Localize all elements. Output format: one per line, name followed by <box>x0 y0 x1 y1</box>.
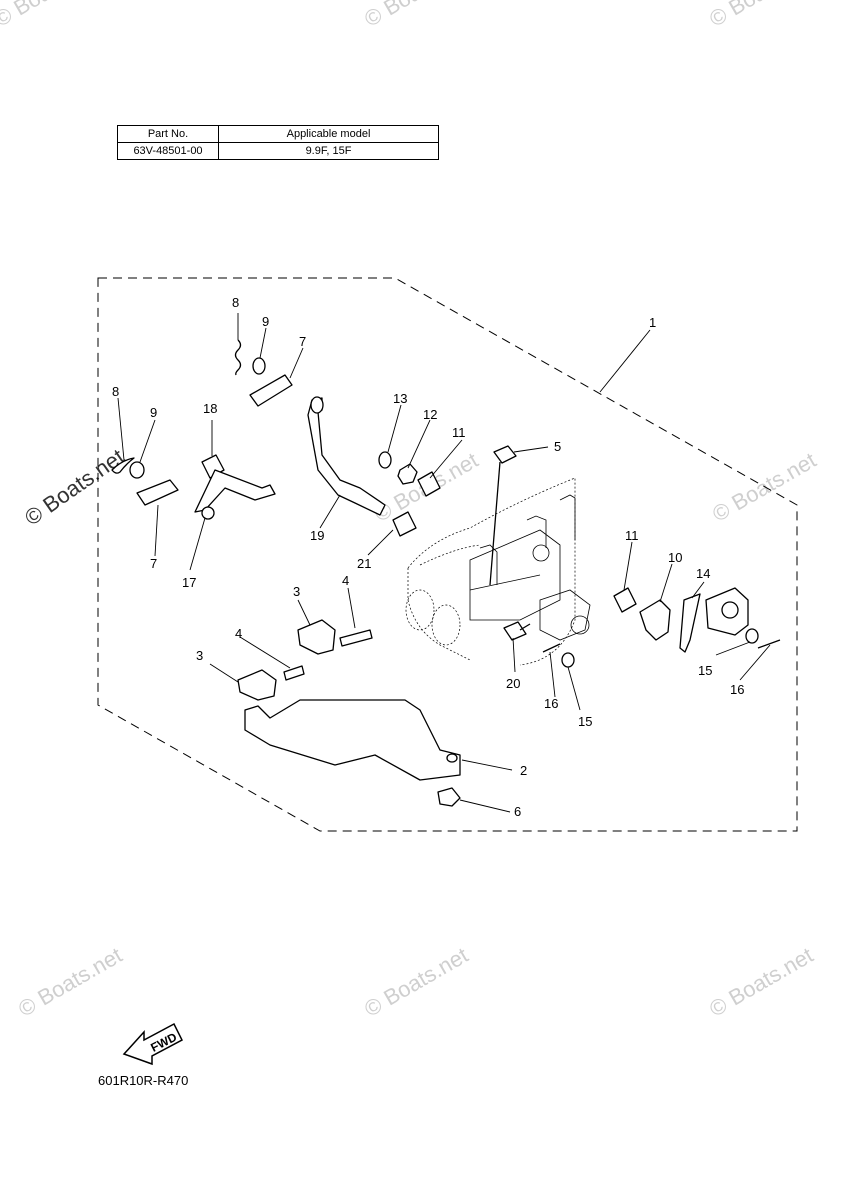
callout-4-lower: 4 <box>235 626 242 641</box>
callout-2: 2 <box>520 763 527 778</box>
callout-1: 1 <box>649 315 656 330</box>
callout-5: 5 <box>554 439 561 454</box>
callout-14: 14 <box>696 566 710 581</box>
washer-9-left <box>129 461 145 479</box>
washer-9 <box>252 357 266 375</box>
callout-11-right: 11 <box>625 528 639 543</box>
callout-13: 13 <box>393 391 407 406</box>
clip-8-left <box>111 457 135 474</box>
callout-8-left: 8 <box>112 384 119 399</box>
bushing-21 <box>392 511 417 537</box>
lever-3-lower <box>237 669 277 701</box>
callout-6: 6 <box>514 804 521 819</box>
lever-pin <box>201 506 215 520</box>
clip-8 <box>234 339 242 376</box>
callout-3-upper: 3 <box>293 584 300 599</box>
callout-15-right: 15 <box>698 663 712 678</box>
nut-12 <box>397 463 418 485</box>
callout-21: 21 <box>357 556 371 571</box>
rod-14 <box>679 593 701 653</box>
callout-18: 18 <box>203 401 217 416</box>
engine-outline <box>405 477 591 666</box>
washer-13 <box>378 451 392 469</box>
pin-4-lower <box>283 665 305 681</box>
callout-16-right: 16 <box>730 682 744 697</box>
lever-17 <box>194 469 276 513</box>
callout-4-upper: 4 <box>342 573 349 588</box>
cell-applicable-model: 9.9F, 15F <box>218 142 439 160</box>
cell-part-no: 63V-48501-00 <box>117 142 219 160</box>
pin-4-upper <box>339 629 373 647</box>
nut-6 <box>437 787 461 807</box>
callout-15: 15 <box>578 714 592 729</box>
screw-20-shank <box>519 623 531 631</box>
callout-19: 19 <box>310 528 324 543</box>
callout-9-upper: 9 <box>262 314 269 329</box>
lever-3-upper <box>297 619 336 655</box>
callout-17: 17 <box>182 575 196 590</box>
shaft-end <box>310 396 324 414</box>
callout-16: 16 <box>544 696 558 711</box>
drawing-code: 601R10R-R470 <box>98 1073 189 1088</box>
fwd-arrow-icon: FWD <box>122 1022 183 1066</box>
applicability-table: Part No. Applicable model 63V-48501-00 9… <box>117 125 439 160</box>
callout-7-lower: 7 <box>150 556 157 571</box>
assembly-boundary <box>97 277 798 832</box>
callout-9-left: 9 <box>150 405 157 420</box>
callout-3-lower: 3 <box>196 648 203 663</box>
callout-10: 10 <box>668 550 682 565</box>
lever-10 <box>639 599 671 641</box>
callout-11-upper: 11 <box>452 425 466 440</box>
callout-12: 12 <box>423 407 437 422</box>
bolt-5-shank <box>489 461 501 586</box>
washer-15 <box>561 652 575 668</box>
bolt-5-head <box>493 445 517 464</box>
callout-20: 20 <box>506 676 520 691</box>
shaft-19 <box>307 397 386 516</box>
table-row: 63V-48501-00 9.9F, 15F <box>117 142 439 160</box>
link-7-left <box>136 479 179 506</box>
carburetor-port <box>721 601 739 619</box>
screw-20-head <box>503 621 527 641</box>
grommet-11-right <box>613 587 637 613</box>
bracket-2 <box>244 699 461 781</box>
callout-8-upper: 8 <box>232 295 239 310</box>
pin-16 <box>542 643 561 653</box>
washer-15-right <box>745 628 759 644</box>
callout-7-upper: 7 <box>299 334 306 349</box>
link-7 <box>249 374 293 407</box>
bracket-hole <box>446 753 458 763</box>
grommet-11 <box>417 471 441 497</box>
pin-16-right <box>757 639 781 649</box>
leader-lines <box>117 313 771 813</box>
